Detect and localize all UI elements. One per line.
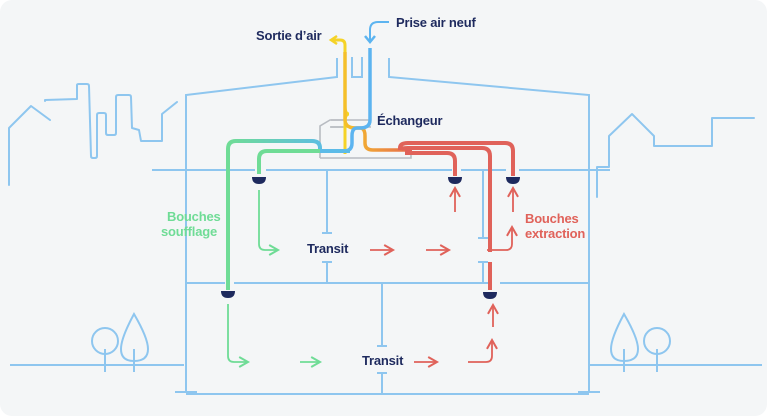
extract-duct-mid (398, 146, 492, 252)
exhaust-arrow-icon (328, 34, 338, 46)
ground-and-trees (10, 311, 762, 372)
extract-flow-arrows (370, 185, 519, 368)
vents (221, 177, 520, 299)
supply-vent-lower (221, 291, 235, 298)
supply-vents-label-line1: Bouches (167, 209, 221, 224)
supply-vent-upper (252, 177, 266, 184)
supply-duct-upper (257, 149, 330, 174)
extraction-vents-label-line2: extraction (525, 226, 586, 241)
supply-vents-label-line2: soufflage (161, 224, 217, 239)
extract-duct-inner (405, 151, 457, 176)
right-skyline (596, 113, 755, 198)
left-skyline (8, 83, 178, 186)
extract-vent-1 (448, 177, 462, 184)
supply-duct-main (226, 139, 330, 290)
supply-flow-arrows (227, 190, 323, 368)
exchanger-label: Échangeur (377, 113, 443, 128)
transit-upper-label: Transit (307, 241, 349, 256)
fresh-air-arrow-icon (364, 35, 376, 44)
house-structure (152, 57, 610, 395)
extract-duct-outer (398, 141, 515, 176)
fresh-air-intake-line (369, 21, 389, 40)
exhaust-duct-lower (343, 52, 405, 152)
transit-lower-label: Transit (362, 353, 404, 368)
extract-vent-2 (506, 177, 520, 184)
extract-vent-3 (483, 292, 497, 299)
air-outlet-label: Sortie d’air (256, 28, 322, 43)
fresh-air-intake-label: Prise air neuf (396, 15, 476, 30)
extraction-vents-label-line1: Bouches (525, 211, 579, 226)
